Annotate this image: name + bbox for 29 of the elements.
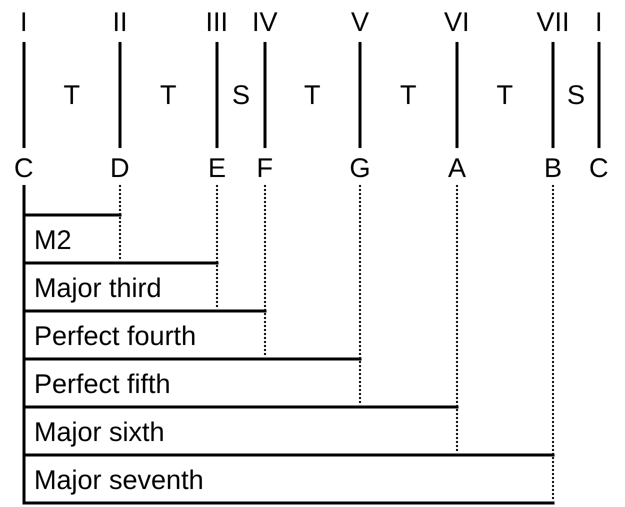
interval-name: M2 (34, 225, 72, 255)
note-name: A (448, 153, 466, 183)
scale-degree-numeral: III (206, 7, 228, 37)
interval-name: Major sixth (34, 417, 165, 447)
interval-name: Perfect fourth (34, 321, 196, 351)
note-name: E (208, 153, 226, 183)
scale-degree-numeral: IV (252, 7, 278, 37)
note-name: C (589, 153, 608, 183)
note-name: F (256, 153, 273, 183)
step-label: S (567, 80, 586, 110)
step-label: T (160, 80, 176, 110)
scale-degree-numeral: I (595, 7, 603, 37)
interval-name: Major seventh (34, 465, 204, 495)
interval-name: Perfect fifth (34, 369, 171, 399)
interval-name: Major third (34, 273, 162, 303)
note-name: D (110, 153, 130, 183)
note-name: C (14, 153, 34, 183)
scale-degree-numeral: II (112, 7, 128, 37)
step-label: T (400, 80, 416, 110)
step-label: T (304, 80, 320, 110)
step-label: T (496, 80, 513, 110)
scale-degree-numeral: VII (536, 7, 570, 37)
scale-degree-numeral: VI (444, 7, 470, 37)
step-label: S (232, 80, 250, 110)
step-label: T (64, 80, 80, 110)
note-name: B (544, 153, 562, 183)
scale-degree-numeral: V (351, 7, 370, 37)
scale-degree-numeral: I (20, 7, 28, 37)
note-name: G (350, 153, 371, 183)
